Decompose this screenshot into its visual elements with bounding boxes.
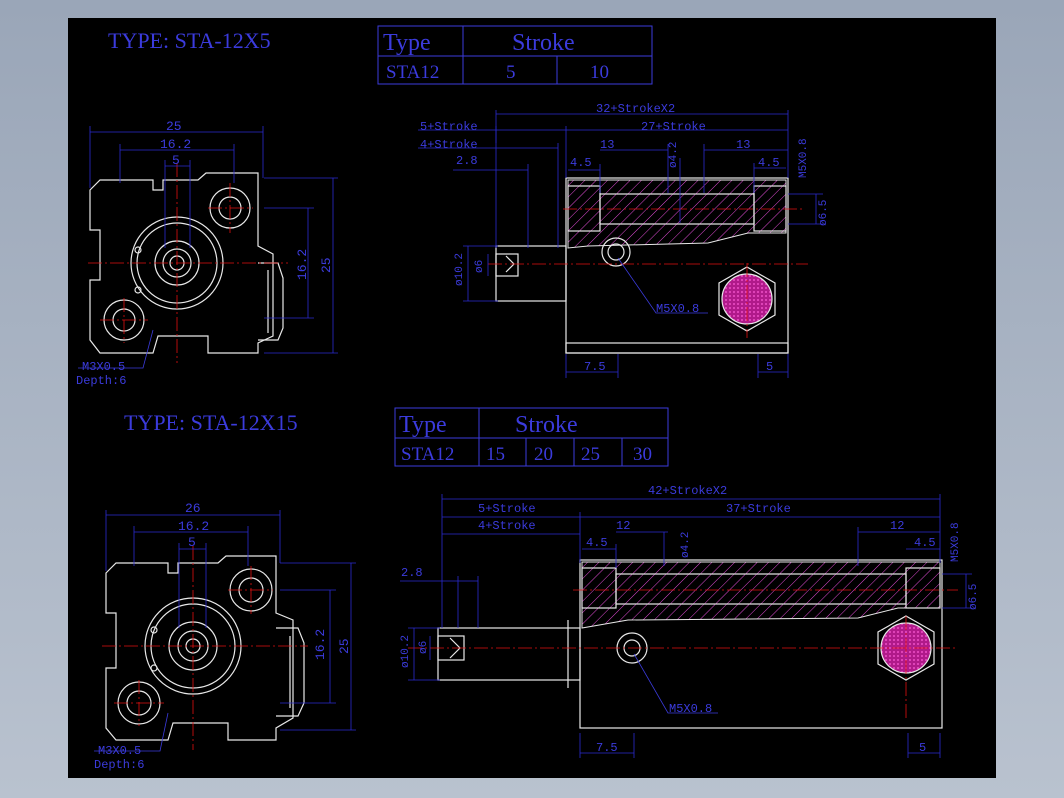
bottom-title: TYPE: STA-12X15 xyxy=(124,410,298,435)
bottom-table-stroke-1: 15 xyxy=(486,444,505,465)
bottom-front-h-outer: 25 xyxy=(337,638,352,654)
bottom-side-d8: 4.5 xyxy=(914,536,936,550)
bottom-stroke-table: Type Stroke STA12 15 20 25 30 xyxy=(394,407,669,467)
top-side-d6: 13 xyxy=(600,138,614,152)
bottom-side-overall: 42+StrokeX2 xyxy=(648,484,727,498)
bottom-side-d5: 4.5 xyxy=(586,536,608,550)
bottom-table-stroke-label: Stroke xyxy=(515,412,578,438)
top-table-stroke-2: 10 xyxy=(590,62,609,83)
bottom-table-model: STA12 xyxy=(401,444,454,465)
top-front-tap: M3X0.5 xyxy=(82,360,125,374)
bottom-front-depth: Depth:6 xyxy=(94,758,144,772)
bottom-side-d1: 5+Stroke xyxy=(478,502,536,516)
top-front-w-mid: 16.2 xyxy=(160,137,191,152)
bottom-front-w-outer: 26 xyxy=(185,501,201,516)
bottom-side-d11: ø6.5 xyxy=(968,584,980,610)
top-side-d5: 4.5 xyxy=(570,156,592,170)
top-table-stroke-1: 5 xyxy=(506,62,516,83)
top-side-b1: 7.5 xyxy=(584,360,606,374)
bottom-side-d2: 37+Stroke xyxy=(726,502,791,516)
bottom-front-w-inner: 5 xyxy=(188,535,196,550)
top-side-d4: 2.8 xyxy=(456,154,478,168)
top-front-view: 25 16.2 5 16.2 25 M3X0.5 Depth:6 xyxy=(76,119,338,388)
top-table-model: STA12 xyxy=(386,62,439,83)
bottom-side-d10: M5X0.8 xyxy=(950,522,962,562)
top-side-d10: M5X0.8 xyxy=(798,138,810,178)
top-side-d9: ø4.2 xyxy=(668,142,680,168)
top-side-d1: 5+Stroke xyxy=(420,120,478,134)
top-title: TYPE: STA-12X5 xyxy=(108,28,271,53)
top-front-h-mid: 16.2 xyxy=(295,249,310,280)
top-side-port: M5X0.8 xyxy=(656,302,699,316)
cad-drawing-canvas: TYPE: STA-12X5 Type Stroke STA12 5 10 xyxy=(68,18,996,778)
top-side-d8: 4.5 xyxy=(758,156,780,170)
bottom-side-d9: ø4.2 xyxy=(680,532,692,558)
top-side-overall: 32+StrokeX2 xyxy=(596,102,675,116)
top-side-b2: 5 xyxy=(766,360,773,374)
bottom-side-d6: 12 xyxy=(616,519,630,533)
bottom-front-tap: M3X0.5 xyxy=(98,744,141,758)
bottom-side-d3: 4+Stroke xyxy=(478,519,536,533)
top-front-w-inner: 5 xyxy=(172,153,180,168)
bottom-side-d13: ø6 xyxy=(418,641,430,654)
top-side-d13: ø6 xyxy=(474,260,486,273)
top-stroke-table: Type Stroke STA12 5 10 xyxy=(377,25,653,85)
bottom-side-b1: 7.5 xyxy=(596,741,618,755)
top-front-w-outer: 25 xyxy=(166,119,182,134)
bottom-side-d12: ø10.2 xyxy=(400,635,412,668)
top-side-d11: ø6.5 xyxy=(818,200,830,226)
top-front-h-outer: 25 xyxy=(319,257,334,273)
drawing-svg: TYPE: STA-12X5 Type Stroke STA12 5 10 xyxy=(76,25,980,772)
bottom-side-d4: 2.8 xyxy=(401,566,423,580)
top-table-type-label: Type xyxy=(383,30,431,56)
top-side-view: 32+StrokeX2 5+Stroke 27+Stroke 4+Stroke … xyxy=(418,102,830,378)
bottom-front-h-mid: 16.2 xyxy=(313,629,328,660)
bottom-side-d7: 12 xyxy=(890,519,904,533)
bottom-side-b2: 5 xyxy=(919,741,926,755)
bottom-table-stroke-4: 30 xyxy=(633,444,652,465)
bottom-side-port: M5X0.8 xyxy=(669,702,712,716)
bottom-side-view: 42+StrokeX2 5+Stroke 37+Stroke 4+Stroke … xyxy=(400,484,980,758)
bottom-front-w-mid: 16.2 xyxy=(178,519,209,534)
bottom-table-stroke-3: 25 xyxy=(581,444,600,465)
top-side-d3: 4+Stroke xyxy=(420,138,478,152)
top-front-depth: Depth:6 xyxy=(76,374,126,388)
top-side-d12: ø10.2 xyxy=(454,253,466,286)
bottom-table-type-label: Type xyxy=(399,412,447,438)
top-side-d2: 27+Stroke xyxy=(641,120,706,134)
top-table-stroke-label: Stroke xyxy=(512,30,575,56)
bottom-table-stroke-2: 20 xyxy=(534,444,553,465)
top-side-d7: 13 xyxy=(736,138,750,152)
bottom-front-view: 26 16.2 5 16.2 25 M3X0.5 Depth:6 xyxy=(94,501,356,772)
